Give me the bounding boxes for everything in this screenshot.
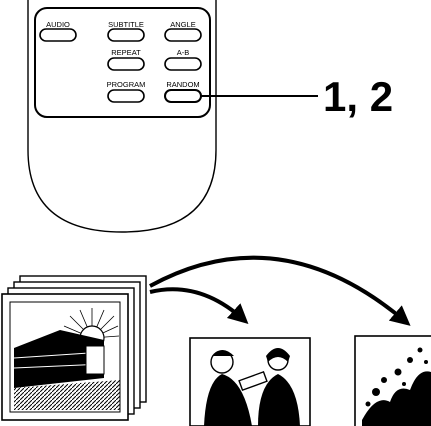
subtitle-button[interactable]: SUBTITLE [107, 20, 145, 42]
callout-label: 1, 2 [323, 73, 393, 120]
subtitle-label: SUBTITLE [108, 20, 144, 29]
splash-photo [354, 335, 431, 426]
angle-label: ANGLE [170, 20, 195, 29]
angle-button[interactable]: ANGLE [164, 20, 202, 42]
people-photo [189, 337, 311, 426]
audio-button[interactable]: AUDIO [39, 20, 77, 42]
repeat-button[interactable]: REPEAT [107, 48, 145, 71]
arrow-to-first-photo [149, 287, 249, 325]
program-button[interactable]: PROGRAM [107, 80, 146, 103]
program-label: PROGRAM [107, 80, 146, 89]
audio-label: AUDIO [46, 20, 70, 29]
arrow-to-second-photo [149, 255, 411, 326]
a-b-label: A-B [177, 48, 190, 57]
random-button[interactable]: RANDOM [164, 80, 202, 103]
random-label: RANDOM [166, 80, 199, 89]
repeat-label: REPEAT [111, 48, 141, 57]
building-photo [9, 301, 121, 413]
a-b-button[interactable]: A-B [164, 48, 202, 71]
photo-stack [1, 275, 147, 421]
